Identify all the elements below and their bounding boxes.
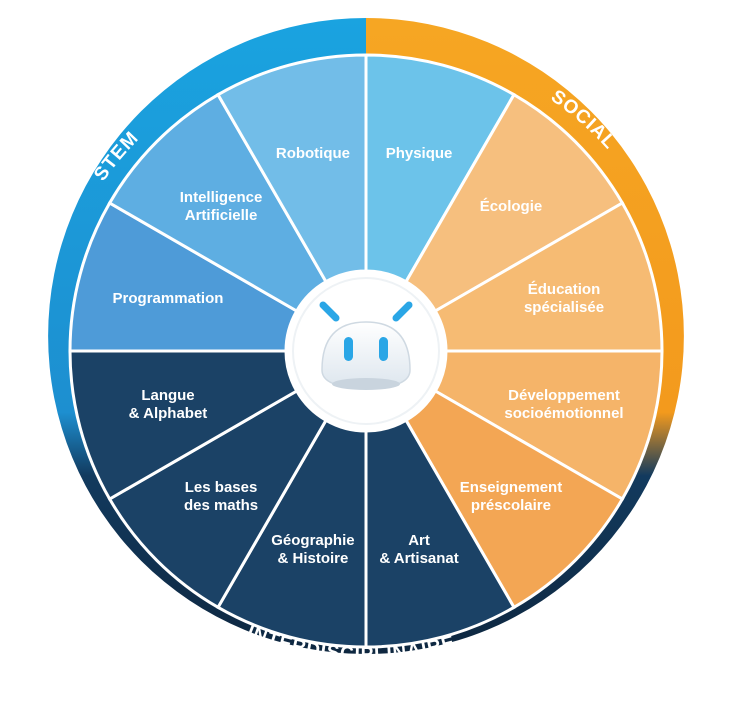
segment-label-line: Enseignement bbox=[460, 479, 563, 496]
segment-label-line: des maths bbox=[184, 497, 258, 514]
segment-label-line: Art bbox=[408, 532, 430, 549]
segment-label-line: socioémotionnel bbox=[504, 405, 623, 422]
segment-label-line: spécialisée bbox=[524, 299, 604, 316]
segment-label-line: Écologie bbox=[480, 198, 543, 215]
segment-label-line: Géographie bbox=[271, 532, 354, 549]
segment-label-ecologie: Écologie bbox=[480, 198, 543, 215]
segment-label-line: Les bases bbox=[185, 479, 258, 496]
segment-label-line: Langue bbox=[141, 387, 194, 404]
segment-label-art: Art& Artisanat bbox=[379, 532, 458, 567]
segment-label-line: Programmation bbox=[113, 290, 224, 307]
segment-label-line: Artificielle bbox=[185, 207, 258, 224]
segment-label-line: Éducation bbox=[528, 281, 601, 298]
segment-label-line: & Alphabet bbox=[129, 405, 208, 422]
segment-label-langue: Langue& Alphabet bbox=[129, 387, 208, 422]
segment-label-programmation: Programmation bbox=[113, 290, 224, 307]
robot-mascot-icon bbox=[286, 271, 446, 431]
segment-label-geographie: Géographie& Histoire bbox=[271, 532, 354, 567]
segment-label-line: Robotique bbox=[276, 145, 350, 162]
segment-label-line: Développement bbox=[508, 387, 620, 404]
segment-label-physique: Physique bbox=[386, 145, 453, 162]
segment-label-line: & Histoire bbox=[278, 550, 349, 567]
segment-label-line: Intelligence bbox=[180, 189, 263, 206]
segment-label-line: & Artisanat bbox=[379, 550, 458, 567]
segment-label-line: Physique bbox=[386, 145, 453, 162]
segment-label-robotique: Robotique bbox=[276, 145, 350, 162]
segment-label-line: préscolaire bbox=[471, 497, 551, 514]
